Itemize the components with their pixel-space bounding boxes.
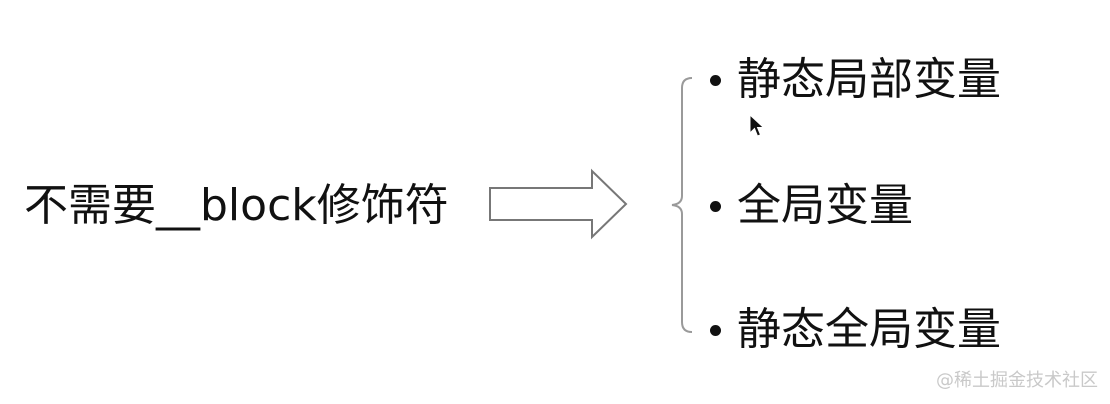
bullet-dot bbox=[710, 324, 721, 336]
bullet-text: 静态局部变量 bbox=[737, 54, 1001, 105]
bullet-item: 静态全局变量 bbox=[710, 300, 1001, 360]
main-label: 不需要__block修饰符 bbox=[24, 180, 449, 231]
bullet-text: 静态全局变量 bbox=[737, 304, 1001, 355]
bullet-item: 全局变量 bbox=[710, 176, 913, 236]
left-brace-icon bbox=[671, 77, 693, 333]
bullet-dot bbox=[710, 74, 721, 86]
right-arrow-icon bbox=[489, 168, 628, 240]
watermark-text: @稀土掘金技术社区 bbox=[936, 370, 1098, 391]
bullet-item: 静态局部变量 bbox=[710, 50, 1001, 110]
mouse-cursor-icon bbox=[749, 114, 765, 137]
bullet-text: 全局变量 bbox=[737, 180, 913, 231]
bullet-dot bbox=[710, 200, 721, 212]
